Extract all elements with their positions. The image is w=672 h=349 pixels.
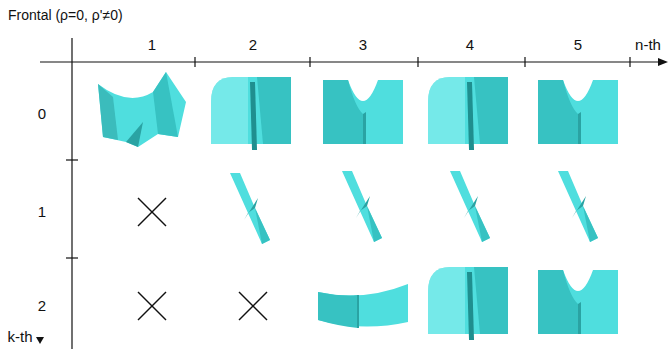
row-number: 0: [38, 106, 46, 121]
column-number: 4: [466, 37, 474, 52]
axis-label: k-th: [7, 329, 32, 344]
row-number: 1: [38, 204, 46, 219]
axis-label: n-th: [635, 37, 661, 52]
column-number: 1: [148, 37, 156, 52]
row-number: 2: [38, 298, 46, 313]
column-number: 2: [249, 37, 257, 52]
column-number: 5: [574, 37, 582, 52]
diagram-title: Frontal (ρ=0, ρ'≠0): [8, 8, 123, 22]
column-number: 3: [359, 37, 367, 52]
